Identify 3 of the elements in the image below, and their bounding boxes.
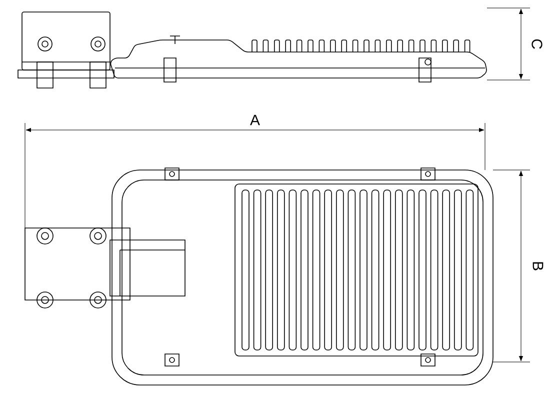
dimension-label: C	[532, 39, 542, 49]
dimension-label: B	[532, 262, 544, 270]
dimension-label: A	[250, 114, 260, 126]
